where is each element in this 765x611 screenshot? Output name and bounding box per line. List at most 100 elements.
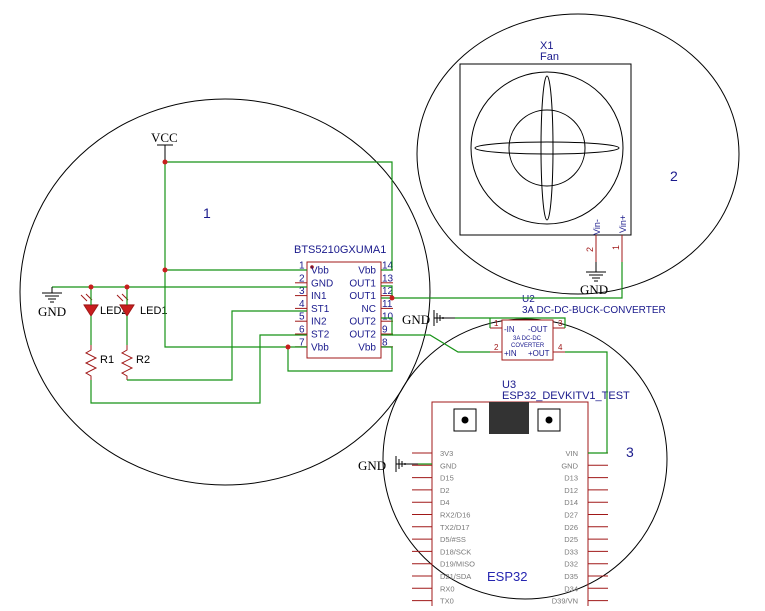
esp32-ref: U3 (502, 379, 516, 391)
converter-pin-3-num: 3 (558, 319, 563, 328)
fan-gnd-label: GND (580, 282, 608, 297)
converter-body (501, 319, 554, 361)
led1-component[interactable]: LED1 (116, 293, 168, 317)
esp32-left-pin-label: GND (440, 461, 457, 470)
esp32-right-pin-label: D35 (564, 572, 578, 581)
driver-pin1-dot (310, 265, 314, 269)
driver-pin-num: 10 (382, 312, 394, 323)
driver-pin-num: 12 (382, 286, 394, 297)
esp32-right-pin-label: D27 (564, 511, 578, 520)
driver-pin-num: 4 (299, 299, 305, 310)
buck-converter[interactable]: U2 3A DC-DC-BUCK-CONVERTER -IN -OUT 3A D… (490, 294, 666, 361)
esp32-left-pin-label: D19/MISO (440, 560, 475, 569)
region-3-circle (382, 318, 668, 600)
led-gnd-symbol: GND (38, 286, 70, 319)
r1-label: R1 (100, 354, 114, 366)
region-2-label: 2 (670, 168, 678, 184)
converter-gnd-label: GND (402, 312, 430, 327)
esp32-right-pin-label: GND (561, 461, 578, 470)
esp32-chip-module (489, 402, 529, 434)
resistor-r2[interactable]: R2 (120, 345, 150, 380)
converter-pin-out-plus: +OUT (528, 349, 550, 358)
esp32-right-pin-label: D39/VN (552, 597, 578, 606)
converter-body-line2: COVERTER (511, 343, 545, 349)
esp32-right-pin-label: D13 (564, 474, 578, 483)
esp32-name: ESP32_DEVKITV1_TEST (502, 390, 630, 402)
esp32-right-pin-label: D14 (564, 498, 578, 507)
fan-blade-vertical (540, 75, 554, 221)
esp32-left-pin-label: D2 (440, 486, 450, 495)
r2-label: R2 (136, 354, 150, 366)
esp32-right-pin-label: D34 (564, 584, 578, 593)
esp32-left-pin-label: D15 (440, 474, 454, 483)
driver-pin-num: 14 (382, 261, 394, 272)
driver-pin-num: 11 (382, 299, 393, 310)
fan-blade-horizontal (474, 141, 620, 155)
converter-gnd-symbol: GND (402, 310, 455, 327)
esp32-left-pin-label: TX0 (440, 597, 454, 606)
driver-pin-label: OUT2 (349, 330, 376, 341)
esp32-right-pin-label: D26 (564, 523, 578, 532)
driver-pin-label: NC (362, 304, 376, 315)
driver-pin-label: ST2 (311, 330, 330, 341)
esp32-button-left-knob (461, 416, 469, 424)
r1-zigzag (84, 345, 98, 380)
driver-pin-num: 6 (299, 325, 305, 336)
fan-ref: X1 (540, 40, 553, 52)
driver-pin-label: Vbb (311, 266, 329, 277)
driver-pin-label: Vbb (311, 342, 329, 353)
driver-pin-num: 2 (299, 273, 305, 284)
vcc-symbol: VCC (151, 130, 178, 162)
esp32-devkit[interactable]: U3 ESP32_DEVKITV1_TEST ESP32 3V3GNDD15D2… (412, 379, 630, 611)
region-3-label: 3 (626, 444, 634, 460)
converter-body-line1: 3A DC-DC (513, 336, 542, 342)
resistor-r1[interactable]: R1 (84, 345, 114, 380)
driver-pin-label: ST1 (311, 304, 330, 315)
fan-name: Fan (540, 51, 559, 63)
fan-component[interactable]: X1 Fan Vin- Vin+ 2 1 (459, 40, 632, 262)
esp32-button-right-knob (545, 416, 553, 424)
fan-pin-vin-plus-label: Vin+ (618, 215, 628, 233)
converter-ref: U2 (522, 294, 535, 305)
driver-pin-num: 8 (382, 337, 388, 348)
esp32-left-pin-label: TX2/D17 (440, 523, 470, 532)
driver-pin-label: OUT2 (349, 317, 376, 328)
driver-pin-num: 3 (299, 286, 305, 297)
esp32-left-pin-label: D4 (440, 498, 450, 507)
esp-gnd-label: GND (358, 458, 386, 473)
esp32-right-pin-label: D33 (564, 547, 578, 556)
led2-label: LED2 (100, 305, 128, 317)
led-gnd-label: GND (38, 304, 66, 319)
converter-pin-2-num: 2 (494, 343, 499, 352)
fan-pin-1-num: 1 (611, 245, 621, 250)
driver-pin-num: 13 (382, 273, 394, 284)
led2-component[interactable]: LED2 (80, 293, 128, 317)
esp32-right-pin-label: D32 (564, 560, 578, 569)
esp32-right-pin-label: D12 (564, 486, 578, 495)
region-1-circle (19, 98, 431, 486)
fan-inner-ring (508, 109, 586, 187)
esp32-chip-label: ESP32 (487, 569, 527, 584)
driver-pin-label: IN2 (311, 317, 327, 328)
driver-pin-label: Vbb (358, 266, 376, 277)
driver-pin-label: OUT1 (349, 291, 376, 302)
fan-pin-vin-minus-label: Vin- (592, 219, 602, 235)
wires (70, 161, 623, 465)
converter-pin-in-minus: -IN (504, 325, 515, 334)
converter-pin-out-minus: -OUT (528, 325, 548, 334)
region-1-label: 1 (203, 205, 211, 221)
fan-body (459, 63, 632, 236)
vcc-label: VCC (151, 130, 178, 145)
driver-pin-label: Vbb (358, 342, 376, 353)
led2-triangle (83, 304, 99, 317)
esp32-left-pin-label: RX0 (440, 584, 455, 593)
r2-zigzag (120, 345, 134, 380)
fan-gnd-symbol: GND (580, 262, 608, 297)
converter-pin-in-plus: +IN (504, 349, 517, 358)
driver-body (306, 261, 382, 359)
driver-pin-num: 7 (299, 337, 305, 348)
esp-gnd-symbol: GND (358, 456, 418, 473)
